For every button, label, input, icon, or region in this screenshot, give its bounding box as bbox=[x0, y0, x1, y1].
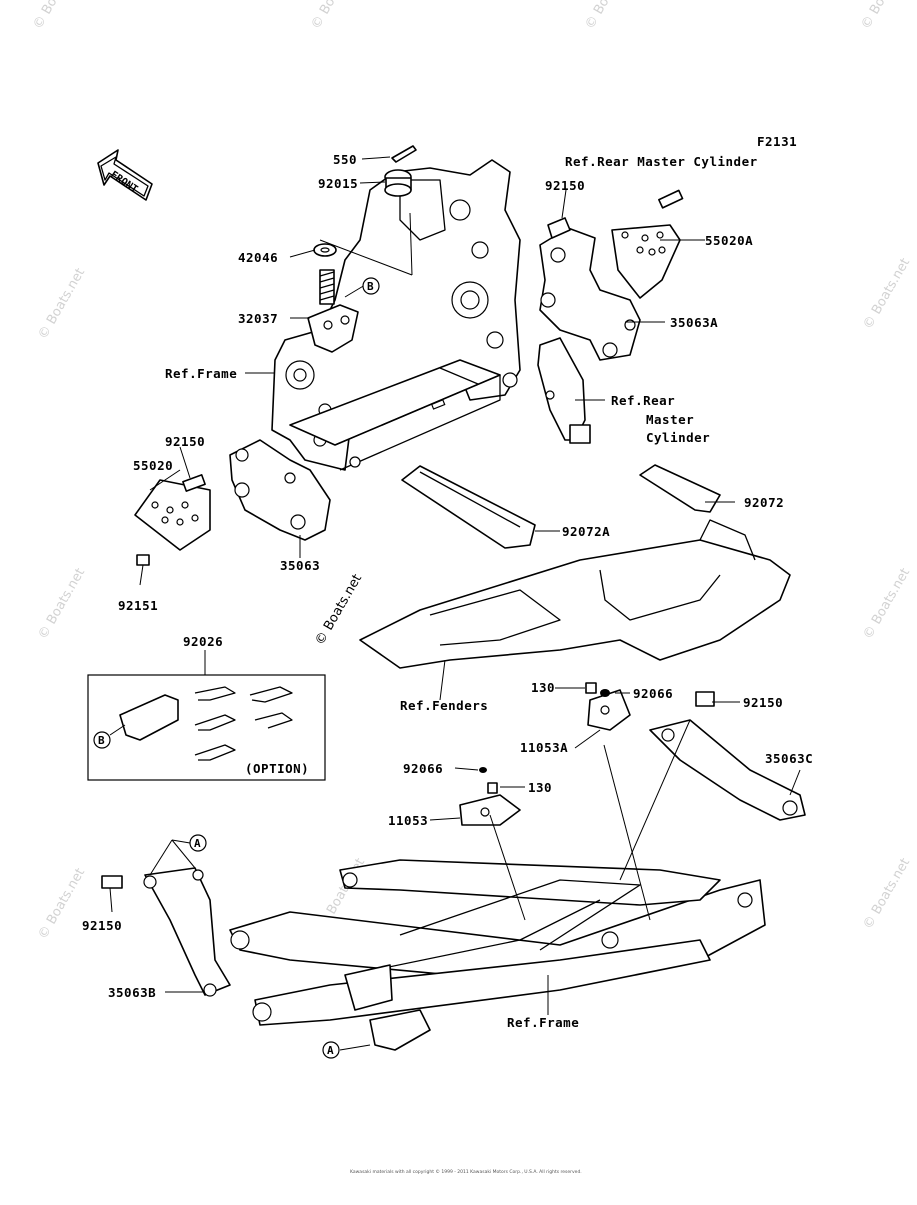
figure-id: F2131 bbox=[757, 134, 797, 149]
marker-b-top: B bbox=[367, 280, 374, 293]
watermark: © Boats.net bbox=[308, 0, 361, 32]
label-92072: 92072 bbox=[744, 495, 784, 510]
leader-lines bbox=[109, 156, 801, 1051]
label-ref-rear-line1: Ref.Rear bbox=[611, 393, 675, 408]
main-frame-drawing bbox=[271, 145, 521, 471]
fender-drawing bbox=[359, 464, 791, 669]
label-42046: 42046 bbox=[238, 250, 278, 265]
part-labels: 550 92015 42046 32037 Ref.Frame 92150 55… bbox=[82, 152, 813, 1030]
watermark: © Boats.net bbox=[35, 866, 88, 942]
marker-a-upper: A bbox=[194, 837, 201, 850]
label-92066-upper: 92066 bbox=[633, 686, 673, 701]
label-92150-lower: 92150 bbox=[82, 918, 122, 933]
label-92026: 92026 bbox=[183, 634, 223, 649]
label-11053: 11053 bbox=[388, 813, 428, 828]
label-55020: 55020 bbox=[133, 458, 173, 473]
label-ref-rear-line2: Master bbox=[646, 412, 694, 427]
label-55020a: 55020A bbox=[705, 233, 753, 248]
front-arrow-icon: FRONT bbox=[97, 149, 153, 201]
circle-markers: B B A A bbox=[93, 277, 380, 1059]
label-92151: 92151 bbox=[118, 598, 158, 613]
label-92015: 92015 bbox=[318, 176, 358, 191]
label-ref-frame-top: Ref.Frame bbox=[165, 366, 237, 381]
label-35063c: 35063C bbox=[765, 751, 813, 766]
label-ref-rear-line3: Cylinder bbox=[646, 430, 710, 445]
label-35063b: 35063B bbox=[108, 985, 156, 1000]
watermark: © Boats.net bbox=[35, 566, 88, 642]
right-bracket-drawing bbox=[537, 189, 684, 444]
option-box bbox=[87, 674, 326, 781]
label-550: 550 bbox=[333, 152, 357, 167]
watermark: © Boats.net bbox=[582, 0, 635, 32]
copyright-text: Kawasaki materials with all copyright © … bbox=[350, 1168, 582, 1175]
watermark: © Boats.net bbox=[35, 266, 88, 342]
label-92150-left: 92150 bbox=[165, 434, 205, 449]
label-ref-fenders: Ref.Fenders bbox=[400, 698, 488, 713]
label-32037: 32037 bbox=[238, 311, 278, 326]
label-35063: 35063 bbox=[280, 558, 320, 573]
marker-b-option: B bbox=[98, 734, 105, 747]
watermark-center: © Boats.net bbox=[312, 572, 365, 648]
watermark: © Boats.net bbox=[858, 0, 911, 32]
marker-a-lower: A bbox=[327, 1044, 334, 1057]
label-92066-lower: 92066 bbox=[403, 761, 443, 776]
watermark: © Boats.net bbox=[860, 256, 913, 332]
label-ref-frame-bottom: Ref.Frame bbox=[507, 1015, 579, 1030]
label-92072a: 92072A bbox=[562, 524, 610, 539]
label-option: (OPTION) bbox=[245, 761, 309, 776]
label-35063a: 35063A bbox=[670, 315, 718, 330]
watermark: © Boats.net bbox=[860, 856, 913, 932]
label-92150-upper: 92150 bbox=[545, 178, 585, 193]
label-ref-rear-master-top: Ref.Rear Master Cylinder bbox=[565, 154, 758, 169]
subframe-drawing bbox=[101, 682, 806, 1051]
label-92150-right: 92150 bbox=[743, 695, 783, 710]
label-130-lower: 130 bbox=[528, 780, 552, 795]
watermark: © Boats.net bbox=[30, 0, 83, 32]
left-bracket-drawing bbox=[134, 439, 331, 566]
label-11053a: 11053A bbox=[520, 740, 568, 755]
watermark: © Boats.net bbox=[860, 566, 913, 642]
label-130-upper: 130 bbox=[531, 680, 555, 695]
